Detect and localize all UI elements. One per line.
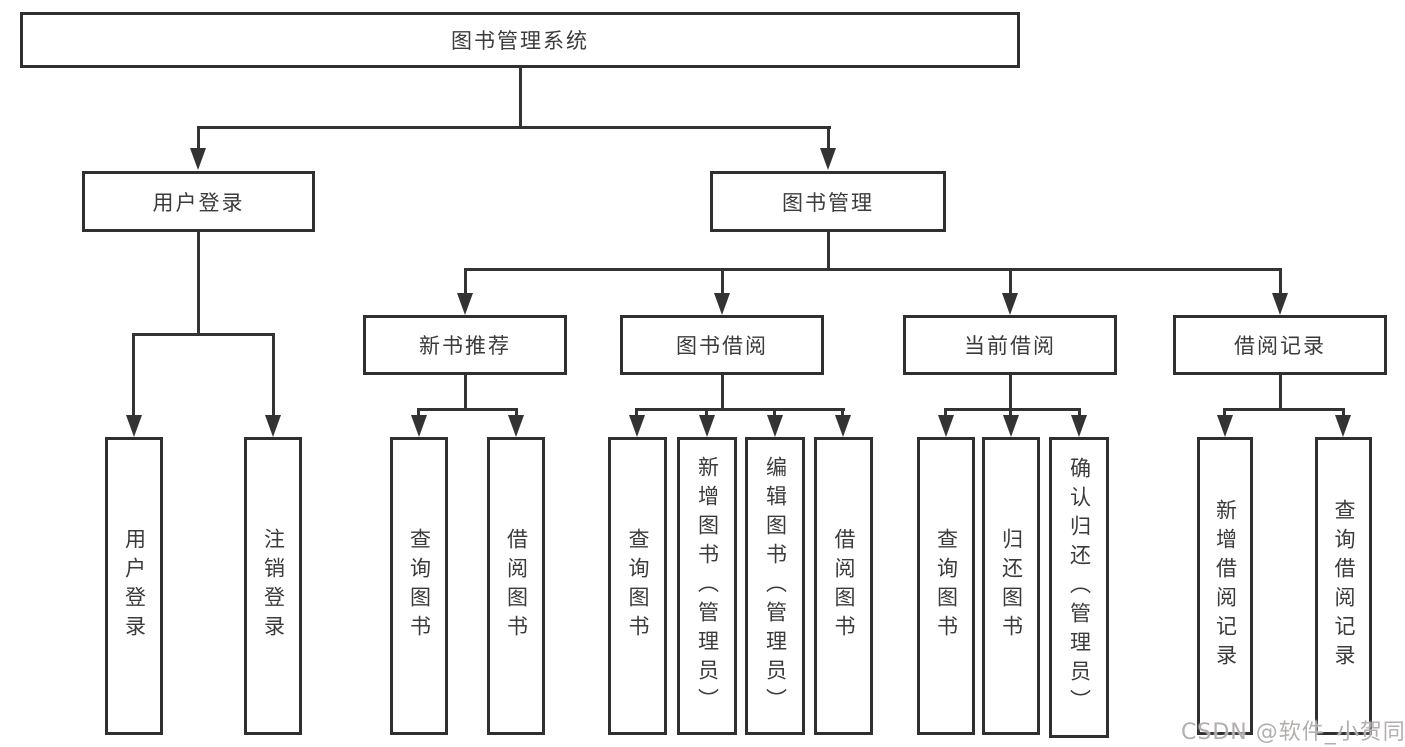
connector-line [197, 232, 200, 336]
node-label: 借阅图书 [832, 528, 856, 644]
node-new-book-recommendation: 新书推荐 [363, 315, 567, 375]
connector-line [519, 66, 522, 128]
arrow-down-icon [190, 148, 206, 170]
arrow-down-icon [1335, 415, 1351, 437]
connector-line [464, 268, 1282, 271]
arrow-down-icon [1003, 415, 1019, 437]
arrow-down-icon [1217, 415, 1233, 437]
arrow-down-icon [457, 293, 473, 315]
leaf-borrowing-edit-books-admin: 编辑图书（管理员） [745, 437, 805, 735]
connector-line [944, 408, 1081, 411]
node-label: 归还图书 [999, 528, 1024, 644]
connector-line [944, 408, 947, 420]
node-borrowing-records: 借阅记录 [1173, 315, 1387, 375]
leaf-logout: 注销登录 [244, 437, 302, 735]
connector-line [1279, 375, 1282, 411]
node-current-borrowing: 当前借阅 [903, 315, 1117, 375]
leaf-borrowing-query-books: 查询图书 [608, 437, 667, 735]
arrow-down-icon [1002, 293, 1018, 315]
leaf-user-login: 用户登录 [105, 437, 163, 735]
arrow-down-icon [126, 415, 142, 437]
node-label: 新书推荐 [419, 334, 511, 358]
node-library-management-system: 图书管理系统 [20, 12, 1020, 68]
leaf-records-add-borrow-record: 新增借阅记录 [1197, 437, 1253, 735]
connector-line [827, 232, 830, 271]
connector-line [721, 268, 724, 295]
leaf-borrowing-borrow-books: 借阅图书 [814, 437, 873, 735]
leaf-current-query-books: 查询图书 [917, 437, 975, 735]
connector-line [1223, 408, 1226, 420]
node-label: 注销登录 [261, 528, 286, 644]
node-label: 借阅图书 [504, 528, 529, 644]
node-book-borrowing: 图书借阅 [620, 315, 824, 375]
arrow-down-icon [835, 415, 851, 437]
connector-line [132, 333, 135, 417]
connector-line [1279, 268, 1282, 295]
leaf-newrec-borrow-books: 借阅图书 [487, 437, 545, 735]
arrow-down-icon [714, 293, 730, 315]
connector-line [417, 408, 420, 420]
arrow-down-icon [767, 415, 783, 437]
leaf-current-confirm-return-admin: 确认归还（管理员） [1049, 437, 1109, 738]
node-book-management: 图书管理 [710, 171, 946, 232]
connector-line [635, 408, 638, 420]
connector-line [1009, 268, 1012, 295]
node-label: 用户登录 [122, 528, 147, 644]
node-label: 图书借阅 [676, 334, 768, 358]
connector-line [464, 375, 467, 411]
connector-line [132, 333, 275, 336]
connector-line [1009, 375, 1012, 411]
node-label: 当前借阅 [964, 334, 1056, 358]
leaf-records-query-borrow-record: 查询借阅记录 [1315, 437, 1372, 735]
leaf-newrec-query-books: 查询图书 [390, 437, 448, 735]
connector-line [773, 408, 776, 420]
connector-line [721, 375, 724, 411]
connector-line [841, 408, 844, 420]
connector-line [1342, 408, 1345, 420]
node-label: 图书管理系统 [451, 29, 589, 53]
connector-line [515, 408, 518, 420]
connector-line [197, 126, 831, 129]
node-label: 查询借阅记录 [1332, 499, 1356, 673]
node-label: 查询图书 [934, 528, 959, 644]
arrow-down-icon [629, 415, 645, 437]
node-label: 查询图书 [626, 528, 650, 644]
node-label: 新增图书（管理员） [695, 455, 720, 717]
arrow-down-icon [508, 415, 524, 437]
arrow-down-icon [699, 415, 715, 437]
connector-line [197, 126, 200, 154]
connector-line [635, 408, 845, 411]
node-label: 确认归还（管理员） [1067, 457, 1092, 718]
arrow-down-icon [820, 148, 836, 170]
node-label: 查询图书 [407, 528, 432, 644]
connector-line [1223, 408, 1345, 411]
connector-line [705, 408, 708, 420]
connector-line [1009, 408, 1012, 420]
node-label: 新增借阅记录 [1213, 499, 1238, 673]
arrow-down-icon [265, 415, 281, 437]
node-user-login: 用户登录 [82, 171, 315, 232]
node-label: 用户登录 [152, 190, 245, 215]
connector-line [464, 268, 467, 295]
node-label: 借阅记录 [1234, 334, 1326, 358]
arrow-down-icon [1272, 293, 1288, 315]
arrow-down-icon [938, 415, 954, 437]
connector-line [1078, 408, 1081, 420]
connector-line [417, 408, 518, 411]
node-label: 编辑图书（管理员） [763, 455, 788, 717]
csdn-watermark: CSDN @软件_小贺同学 [1181, 720, 1405, 745]
connector-line [272, 333, 275, 417]
node-label: 图书管理 [782, 190, 874, 215]
arrow-down-icon [411, 415, 427, 437]
arrow-down-icon [1071, 415, 1087, 437]
connector-line [827, 126, 830, 154]
leaf-current-return-books: 归还图书 [982, 437, 1040, 735]
leaf-borrowing-add-books-admin: 新增图书（管理员） [677, 437, 737, 735]
